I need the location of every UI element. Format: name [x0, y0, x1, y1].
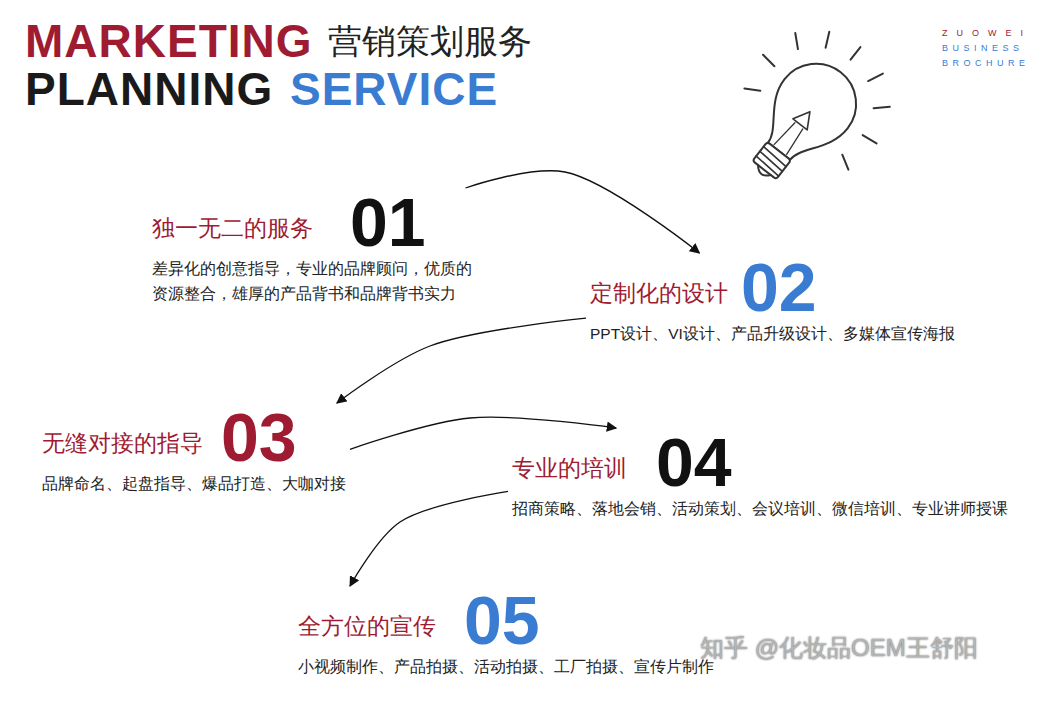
brand-mark: BROCHURE: [942, 59, 1030, 68]
item-description: 差异化的创意指导，专业的品牌顾问，优质的资源整合，雄厚的产品背书和品牌背书实力: [152, 257, 482, 307]
service-item: 全方位的宣传 05 小视频制作、产品拍摄、活动拍摄、工厂拍摄、宣传片制作: [298, 590, 714, 680]
item-header: 无缝对接的指导 03: [42, 407, 346, 468]
callout-number: 02: [741, 257, 817, 318]
item-description: 品牌命名、起盘指导、爆品打造、大咖对接: [42, 472, 346, 497]
flow-arrow: [466, 171, 700, 253]
item-header: 独一无二的服务 01: [152, 192, 482, 253]
brand-mark: BUSINESS: [942, 44, 1024, 53]
callout-number: 01: [350, 192, 426, 253]
item-header: 专业的培训 04: [512, 432, 1008, 493]
page-title: 营销策划服务: [328, 24, 532, 58]
service-item: 定制化的设计 02PPT设计、VI设计、产品升级设计、多媒体宣传海报: [590, 257, 955, 347]
item-description: 小视频制作、产品拍摄、活动拍摄、工厂拍摄、宣传片制作: [298, 655, 714, 680]
item-heading: 无缝对接的指导: [42, 430, 203, 458]
service-item: 专业的培训 04 招商策略、落地会销、活动策划、会议培训、微信培训、专业讲师授课: [512, 432, 1008, 522]
headline-word: SERVICE: [290, 66, 498, 112]
flow-arrow: [337, 318, 586, 403]
service-item: 独一无二的服务 01差异化的创意指导，专业的品牌顾问，优质的资源整合，雄厚的产品背…: [152, 192, 482, 307]
item-heading: 专业的培训: [512, 455, 627, 483]
lightbulb: [705, 3, 918, 219]
item-heading: 全方位的宣传: [298, 613, 436, 641]
item-description: 招商策略、落地会销、活动策划、会议培训、微信培训、专业讲师授课: [512, 497, 1008, 522]
headline-word: PLANNING: [25, 66, 273, 112]
item-header: 定制化的设计 02: [590, 257, 955, 318]
item-description: PPT设计、VI设计、产品升级设计、多媒体宣传海报: [590, 322, 955, 347]
callout-number: 05: [464, 590, 540, 651]
item-heading: 定制化的设计: [590, 280, 728, 308]
callout-number: 03: [221, 407, 297, 468]
watermark: 知乎 @化妆品OEM王舒阳: [700, 636, 978, 660]
callout-number: 04: [656, 432, 732, 493]
headline-word: MARKETING: [25, 18, 313, 64]
item-header: 全方位的宣传 05: [298, 590, 714, 651]
service-item: 无缝对接的指导 03 品牌命名、起盘指导、爆品打造、大咖对接: [42, 407, 346, 497]
flow-arrow: [350, 491, 508, 586]
flow-arrow: [350, 417, 616, 449]
item-heading: 独一无二的服务: [152, 215, 313, 243]
brand-mark: ZUOWEI: [942, 29, 1032, 38]
